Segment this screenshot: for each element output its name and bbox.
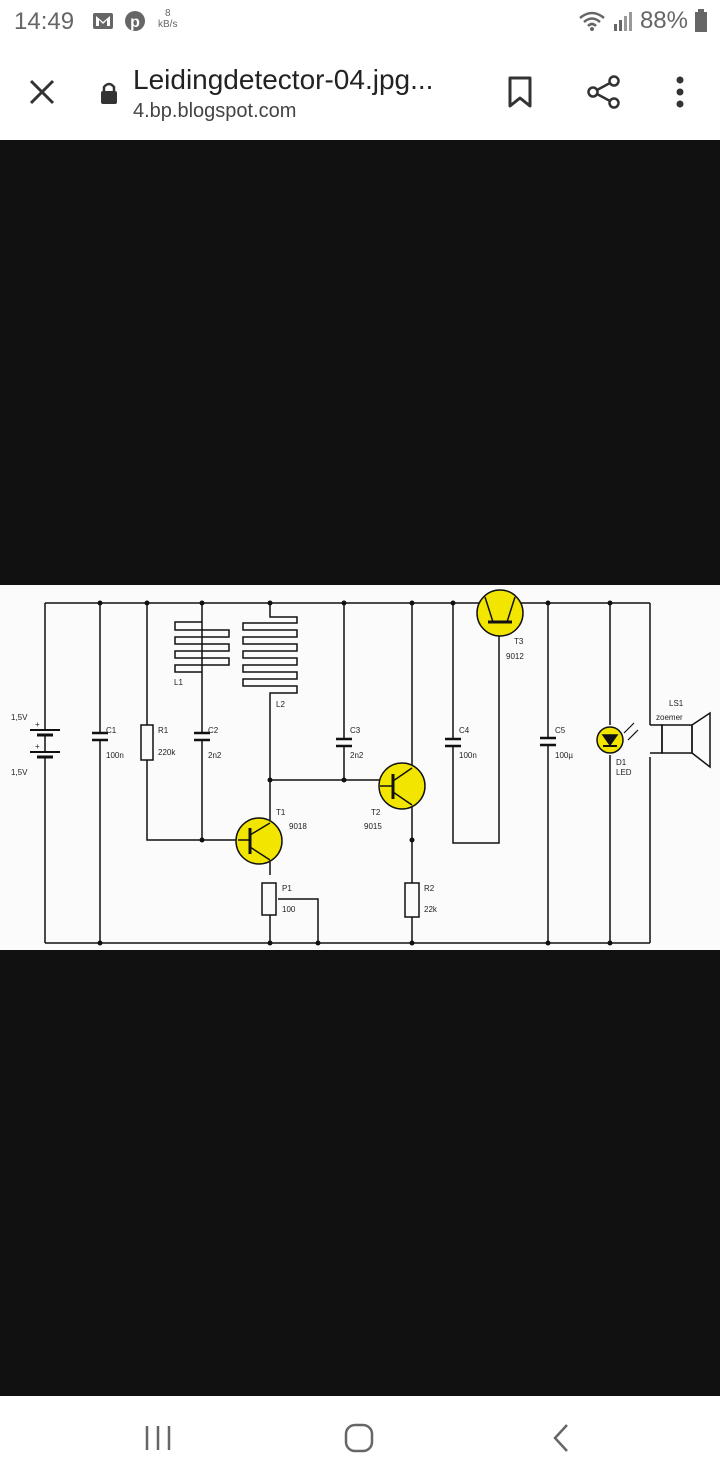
p1-value: 100	[282, 905, 296, 914]
svg-text:p: p	[130, 14, 140, 31]
r1-value: 220k	[158, 748, 176, 757]
c3-value: 2n2	[350, 751, 364, 760]
c2-name: C2	[208, 726, 219, 735]
schematic-image[interactable]: 1,5V 1,5V + + C1 100n R1 220k C2 2n2 L1 …	[0, 585, 720, 950]
t3-value: 9012	[506, 652, 524, 661]
image-viewer[interactable]: 1,5V 1,5V + + C1 100n R1 220k C2 2n2 L1 …	[0, 140, 720, 1396]
c2-value: 2n2	[208, 751, 222, 760]
c4-name: C4	[459, 726, 470, 735]
r2-name: R2	[424, 884, 435, 893]
home-icon	[344, 1423, 374, 1453]
d1-name: D1	[616, 758, 627, 767]
battery-percent: 88%	[639, 7, 688, 34]
battery-plus-1: +	[35, 720, 40, 729]
share-icon	[587, 75, 620, 109]
battery-plus-2: +	[35, 742, 40, 751]
bookmark-icon	[508, 76, 532, 108]
signal-icon	[613, 12, 632, 31]
home-button[interactable]	[329, 1416, 389, 1460]
share-button[interactable]	[580, 68, 628, 116]
close-icon	[29, 79, 55, 105]
circuit-schematic: 1,5V 1,5V + + C1 100n R1 220k C2 2n2 L1 …	[11, 589, 711, 946]
r2-value: 22k	[424, 905, 438, 914]
c3-name: C3	[350, 726, 361, 735]
t1-value: 9018	[289, 822, 307, 831]
battery-icon	[695, 9, 707, 32]
r1-name: R1	[158, 726, 169, 735]
status-bar: 14:49 p 8 kB/s 88%	[0, 0, 720, 44]
more-icon	[676, 76, 684, 108]
lock-icon	[101, 82, 117, 104]
page-url: 4.bp.blogspot.com	[133, 100, 297, 122]
gmail-icon	[93, 13, 113, 29]
more-options-button[interactable]	[660, 68, 700, 116]
back-button[interactable]	[531, 1416, 591, 1460]
wifi-icon	[579, 11, 605, 31]
close-button[interactable]	[18, 68, 66, 116]
c5-name: C5	[555, 726, 566, 735]
l1-name: L1	[174, 678, 183, 687]
navigation-bar	[0, 1396, 720, 1480]
t1-name: T1	[276, 808, 286, 817]
bookmark-button[interactable]	[498, 68, 542, 116]
c1-name: C1	[106, 726, 117, 735]
status-time: 14:49	[14, 8, 75, 35]
p1-name: P1	[282, 884, 292, 893]
ls1-name: LS1	[669, 699, 684, 708]
t3-name: T3	[514, 637, 524, 646]
recent-apps-icon	[145, 1426, 171, 1450]
viewer-top-bar: Leidingdetector-04.jpg... 4.bp.blogspot.…	[0, 44, 720, 140]
recent-apps-button[interactable]	[128, 1416, 188, 1460]
t2-value: 9015	[364, 822, 382, 831]
l2-name: L2	[276, 700, 285, 709]
data-speed: 8 kB/s	[158, 8, 178, 30]
page-title: Leidingdetector-04.jpg...	[133, 64, 434, 95]
c5-value: 100µ	[555, 751, 573, 760]
battery-top-label: 1,5V	[11, 713, 28, 722]
back-icon	[553, 1424, 568, 1452]
pinterest-icon: p	[125, 11, 145, 31]
c4-value: 100n	[459, 751, 477, 760]
battery-bottom-label: 1,5V	[11, 768, 28, 777]
ls1-value: zoemer	[656, 713, 683, 722]
t2-name: T2	[371, 808, 381, 817]
c1-value: 100n	[106, 751, 124, 760]
d1-value: LED	[616, 768, 632, 777]
